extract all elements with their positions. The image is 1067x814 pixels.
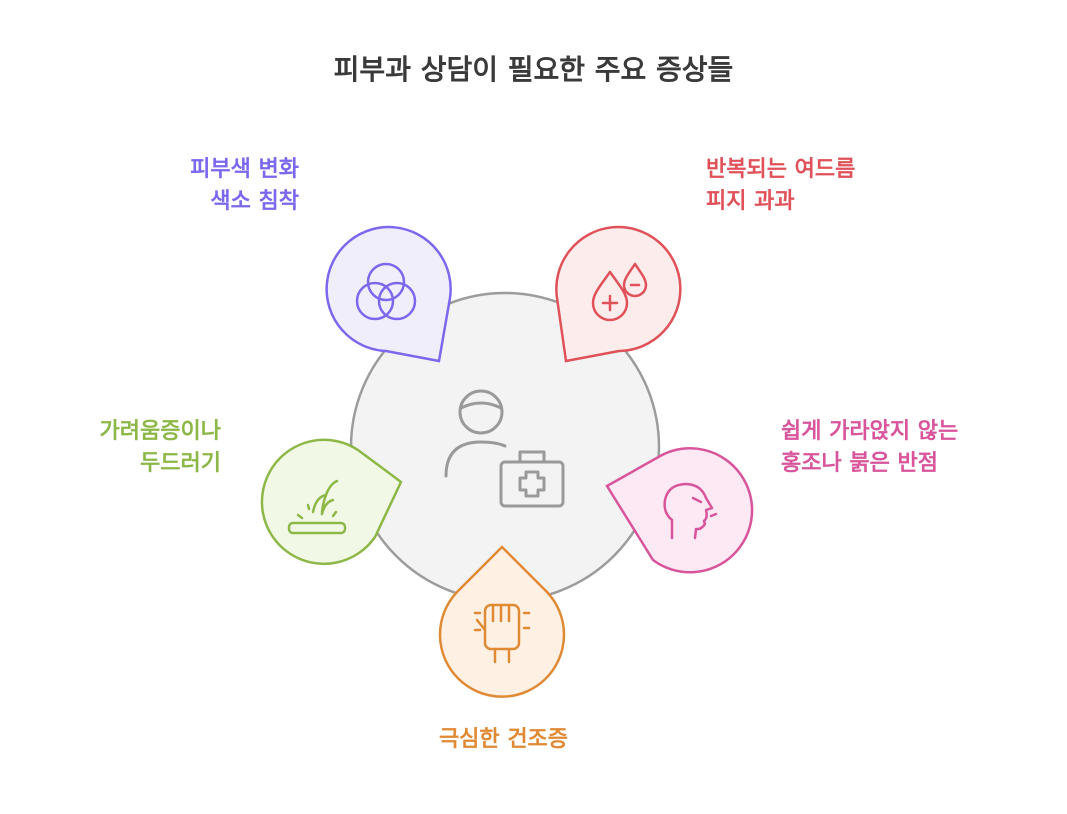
dry-hand-icon xyxy=(473,603,531,664)
label-itch: 가려움증이나 두드러기 xyxy=(100,416,221,480)
label-acne-line1: 반복되는 여드름 xyxy=(706,157,856,182)
label-redness-line1: 쉽게 가라앉지 않는 xyxy=(781,419,959,444)
doctor-medical-kit-icon xyxy=(444,389,565,508)
oil-drops-icon xyxy=(591,262,648,322)
label-acne: 반복되는 여드름 피지 과과 xyxy=(706,154,855,218)
label-pigment-line2: 색소 침착 xyxy=(210,189,299,214)
pin-redness xyxy=(605,447,754,574)
diagram-title: 피부과 상담이 필요한 주요 증상들 xyxy=(333,53,734,86)
pin-pigment xyxy=(325,225,452,363)
pin-itch xyxy=(260,438,403,566)
pin-acne xyxy=(555,225,682,363)
label-redness-line2: 홍조나 붉은 반점 xyxy=(781,451,938,476)
scratch-itch-icon xyxy=(287,479,347,535)
label-itch-line2: 두드러기 xyxy=(140,451,221,476)
face-profile-icon xyxy=(663,482,718,540)
label-dryness: 극심한 건조증 xyxy=(0,724,1007,756)
label-dryness-line1: 극심한 건조증 xyxy=(438,727,569,752)
label-redness: 쉽게 가라앉지 않는 홍조나 붉은 반점 xyxy=(781,416,958,480)
label-pigment-line1: 피부색 변화 xyxy=(190,157,299,182)
venn-circles-icon xyxy=(355,262,417,321)
pin-dryness xyxy=(438,545,566,698)
label-pigment: 피부색 변화 색소 침착 xyxy=(190,154,299,218)
label-itch-line1: 가려움증이나 xyxy=(99,419,221,444)
label-acne-line2: 피지 과과 xyxy=(706,189,795,214)
